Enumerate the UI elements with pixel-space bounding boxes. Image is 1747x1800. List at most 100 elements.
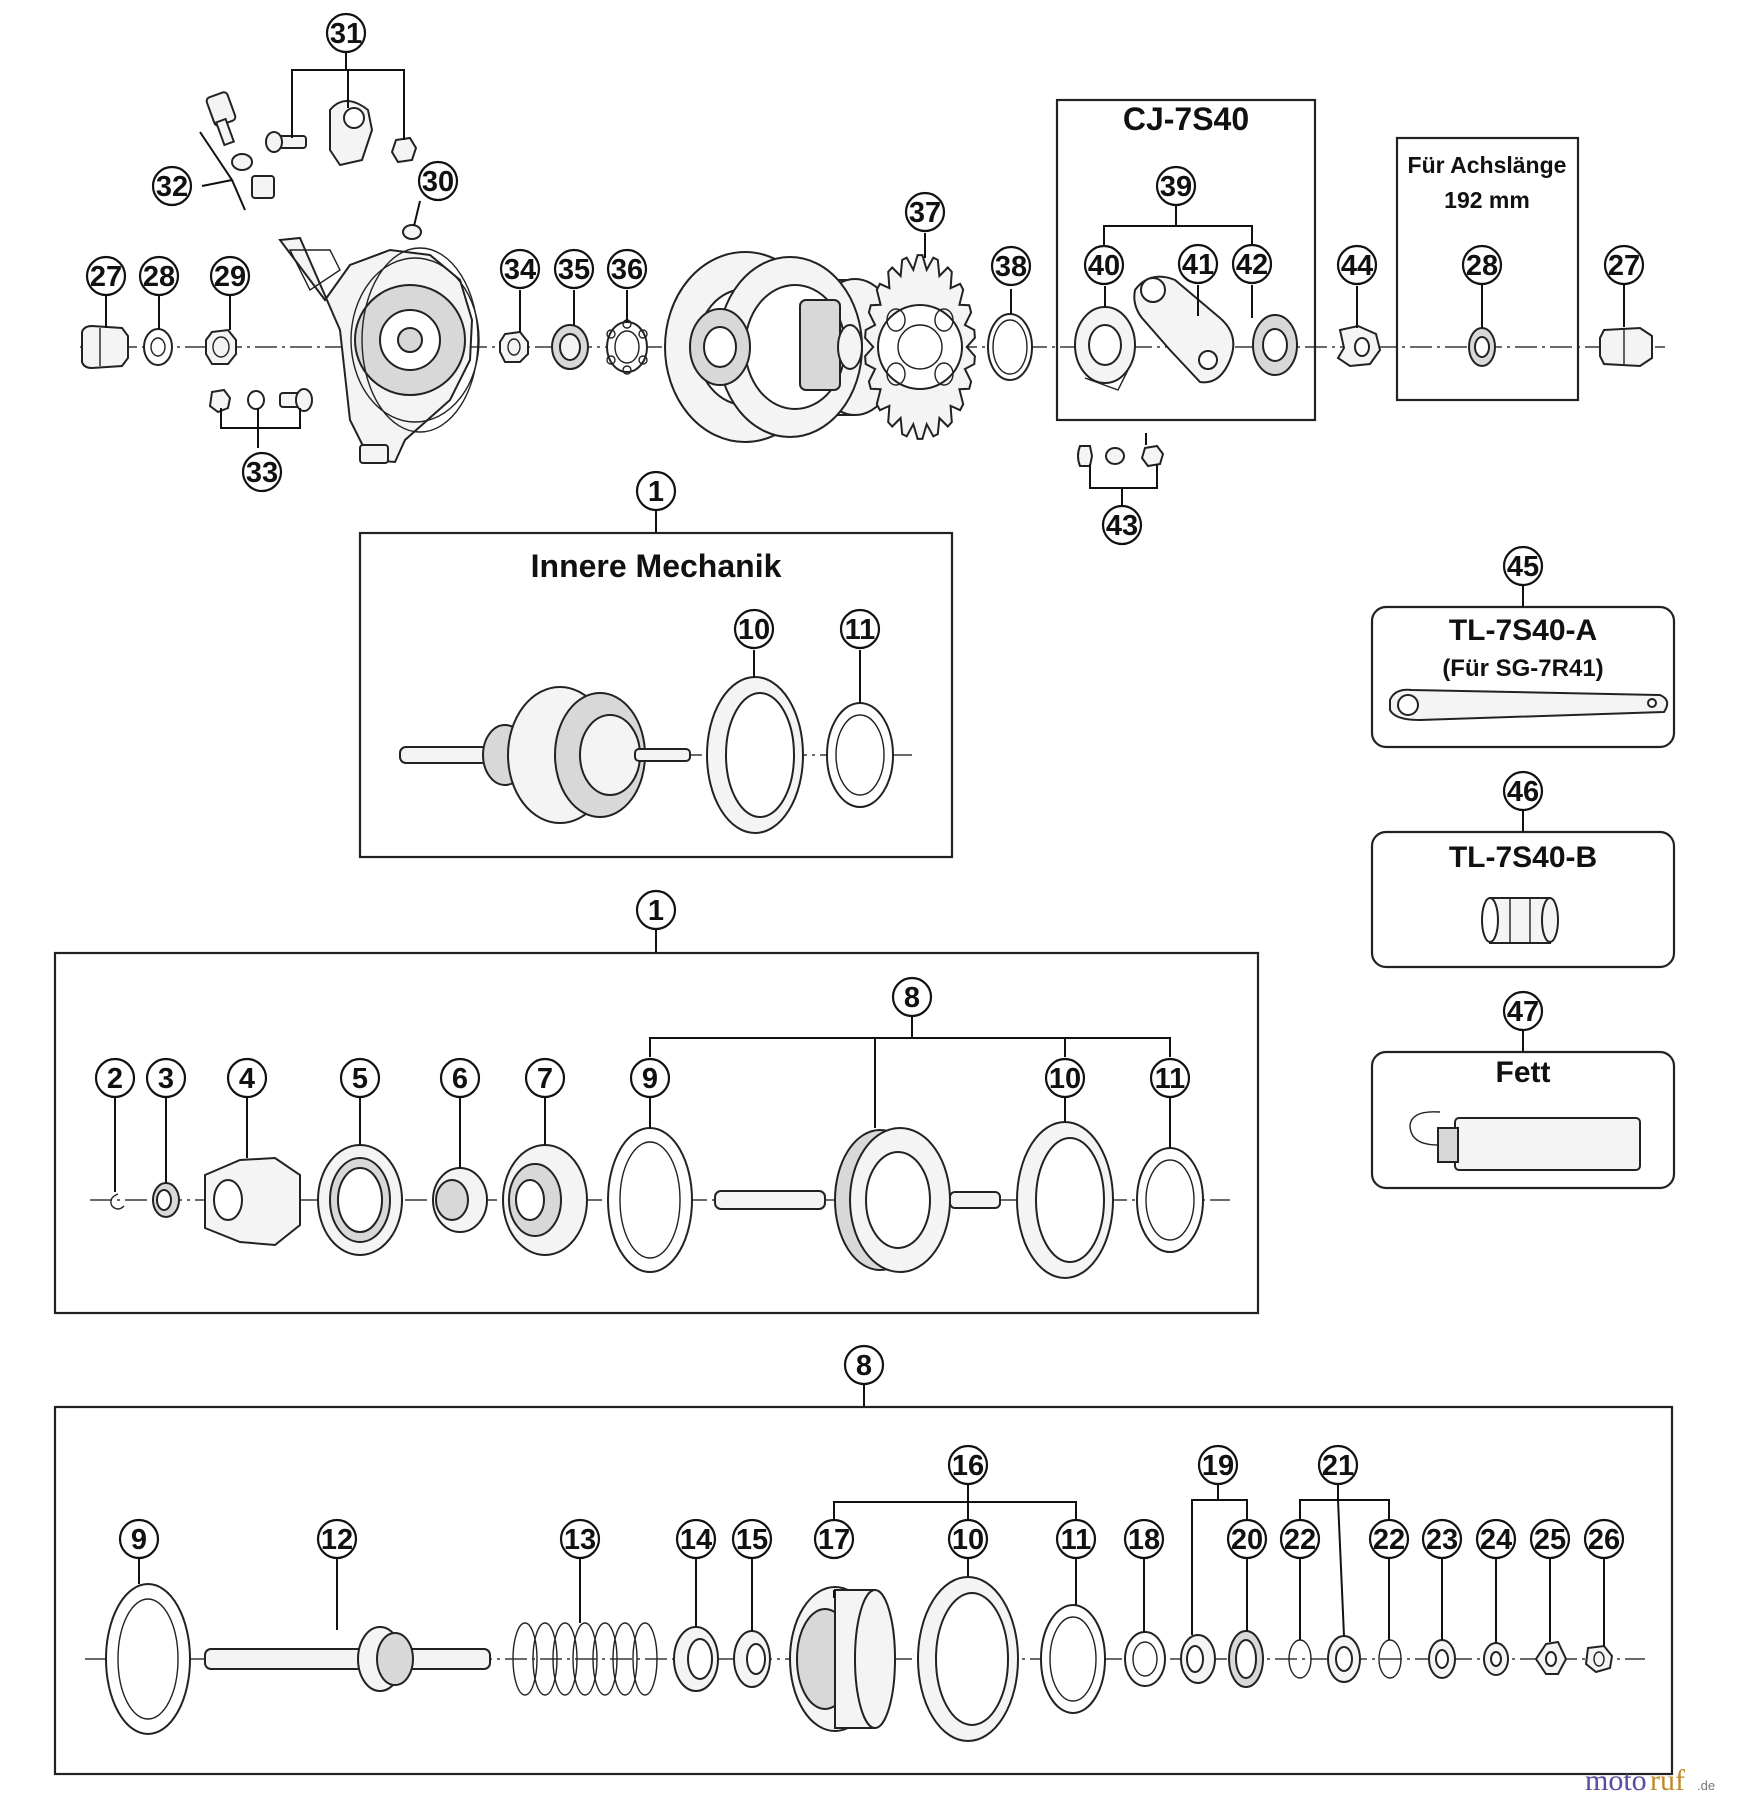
svg-text:22: 22 xyxy=(1284,1524,1316,1556)
part-14-pawl-ring[interactable] xyxy=(673,1626,719,1692)
part-40-cassette-joint-bracket[interactable] xyxy=(1074,306,1136,391)
part-31-bolt-clamp[interactable] xyxy=(265,100,418,167)
part-25-lock-washer[interactable] xyxy=(1534,1640,1568,1675)
part-33-fasteners[interactable] xyxy=(208,388,313,414)
callout-2: 2 xyxy=(94,1057,136,1099)
part-7-planet-carrier[interactable] xyxy=(502,1144,588,1256)
callout-42: 42 xyxy=(1231,243,1273,285)
part-10-ball-ring-a1[interactable] xyxy=(1016,1121,1114,1279)
callout-33: 33 xyxy=(241,451,283,493)
part-11-dust-cap-a1[interactable] xyxy=(1136,1147,1204,1253)
part-32-adjuster[interactable] xyxy=(205,91,275,199)
hub-shell[interactable] xyxy=(664,251,901,443)
callout-36: 36 xyxy=(606,248,648,290)
svg-text:1: 1 xyxy=(648,895,664,927)
callout-10-assembly1: 10 xyxy=(1044,1057,1086,1099)
part-4-driver[interactable] xyxy=(204,1156,301,1247)
part-12-axle[interactable] xyxy=(204,1626,491,1692)
roller-brake-assembly[interactable] xyxy=(278,236,480,464)
axle-length-box xyxy=(1395,136,1580,402)
part-34-locknut[interactable] xyxy=(499,330,529,363)
part-18-ratchet[interactable] xyxy=(1124,1631,1166,1687)
part-41-pulley-arm[interactable] xyxy=(1133,275,1235,384)
part-28-washer-left[interactable] xyxy=(143,328,173,366)
svg-text:36: 36 xyxy=(611,254,643,286)
tool-tl-7s40-b-sleeve[interactable] xyxy=(1481,897,1559,944)
callout-4: 4 xyxy=(226,1057,268,1099)
part-11-dust-cap-a8[interactable] xyxy=(1040,1604,1106,1714)
callout-14: 14 xyxy=(675,1518,717,1560)
part-10-ball-ring-inner[interactable] xyxy=(706,676,804,834)
part-23-cone-nut[interactable] xyxy=(1428,1639,1456,1679)
part-29-nut[interactable] xyxy=(205,328,237,365)
callout-16: 16 xyxy=(947,1444,989,1486)
part-9-ball-retainer-a8[interactable] xyxy=(105,1583,191,1735)
part-11-dust-cap-inner[interactable] xyxy=(826,702,894,808)
callout-47: 47 xyxy=(1502,990,1544,1032)
part-9-ball-retainer-a1[interactable] xyxy=(607,1127,693,1273)
callout-37: 37 xyxy=(904,191,946,233)
svg-text:11: 11 xyxy=(1061,1524,1092,1556)
cj-7s40-title: CJ-7S40 xyxy=(1123,101,1249,137)
part-28-washer-192mm[interactable] xyxy=(1468,327,1496,367)
tool-b-title: TL-7S40-B xyxy=(1449,841,1597,874)
svg-text:3: 3 xyxy=(158,1063,174,1095)
svg-text:44: 44 xyxy=(1341,250,1373,282)
svg-text:2: 2 xyxy=(107,1063,123,1095)
part-43-fasteners[interactable] xyxy=(1077,444,1165,468)
part-8-drive-unit-a1[interactable] xyxy=(714,1127,1001,1273)
part-10-ball-ring-a8[interactable] xyxy=(917,1576,1019,1742)
part-38-snap-ring[interactable] xyxy=(987,313,1033,381)
callout-11-inner: 11 xyxy=(839,608,881,650)
svg-text:28: 28 xyxy=(143,261,175,293)
svg-text:moto: moto xyxy=(1585,1764,1647,1797)
callout-8-assembly1: 8 xyxy=(891,976,933,1018)
svg-text:43: 43 xyxy=(1106,510,1138,542)
part-19-sleeve[interactable] xyxy=(1180,1634,1216,1684)
svg-text:32: 32 xyxy=(156,171,188,203)
inner-mechanism-unit[interactable] xyxy=(399,686,691,824)
part-24-lock-washer[interactable] xyxy=(1483,1642,1509,1676)
svg-text:7: 7 xyxy=(537,1063,553,1095)
svg-text:27: 27 xyxy=(1608,250,1640,282)
part-15-clutch-ring[interactable] xyxy=(733,1630,771,1688)
motoruf-watermark: moto ruf .de xyxy=(1585,1764,1715,1797)
svg-text:15: 15 xyxy=(736,1524,768,1556)
svg-text:18: 18 xyxy=(1128,1524,1160,1556)
part-26-nut[interactable] xyxy=(1584,1644,1614,1674)
part-42-cassette-joint-cover[interactable] xyxy=(1252,314,1298,376)
part-13-spring[interactable] xyxy=(512,1622,658,1696)
part-27-nut-right[interactable] xyxy=(1599,326,1653,368)
callout-19: 19 xyxy=(1197,1444,1239,1486)
callout-10-assembly8: 10 xyxy=(947,1518,989,1560)
svg-text:47: 47 xyxy=(1507,996,1539,1028)
part-17-hub-cover[interactable] xyxy=(789,1586,896,1732)
axle-length-title-line2: 192 mm xyxy=(1444,187,1530,213)
part-27-nut-left[interactable] xyxy=(81,324,129,370)
svg-text:4: 4 xyxy=(239,1063,255,1095)
callout-30: 30 xyxy=(417,160,459,202)
callout-1-inner: 1 xyxy=(635,470,677,512)
part-3-ring[interactable] xyxy=(152,1182,180,1218)
svg-text:30: 30 xyxy=(422,166,454,198)
callout-27-right: 27 xyxy=(1603,244,1645,286)
part-21-gear-set[interactable] xyxy=(1327,1635,1361,1683)
svg-text:8: 8 xyxy=(904,982,920,1014)
part-2-circlip[interactable] xyxy=(110,1193,125,1210)
inner-mechanism-title: Innere Mechanik xyxy=(531,548,782,584)
svg-text:10: 10 xyxy=(738,614,770,646)
tool-a-title: TL-7S40-A xyxy=(1449,614,1597,647)
svg-text:26: 26 xyxy=(1588,1524,1620,1556)
part-30-cap[interactable] xyxy=(402,224,422,240)
part-36-bearing[interactable] xyxy=(606,319,648,375)
callout-29: 29 xyxy=(209,255,251,297)
part-35-cone[interactable] xyxy=(551,324,589,370)
part-20-seal[interactable] xyxy=(1228,1630,1264,1688)
tool-tl-7s40-a-wrench[interactable] xyxy=(1389,688,1669,722)
grease-tube[interactable] xyxy=(1409,1111,1641,1171)
part-5-ring-gear[interactable] xyxy=(317,1144,403,1256)
part-44-bracket-nut[interactable] xyxy=(1336,324,1382,368)
part-37-sprocket[interactable] xyxy=(864,254,976,440)
part-6-clutch[interactable] xyxy=(432,1167,488,1233)
